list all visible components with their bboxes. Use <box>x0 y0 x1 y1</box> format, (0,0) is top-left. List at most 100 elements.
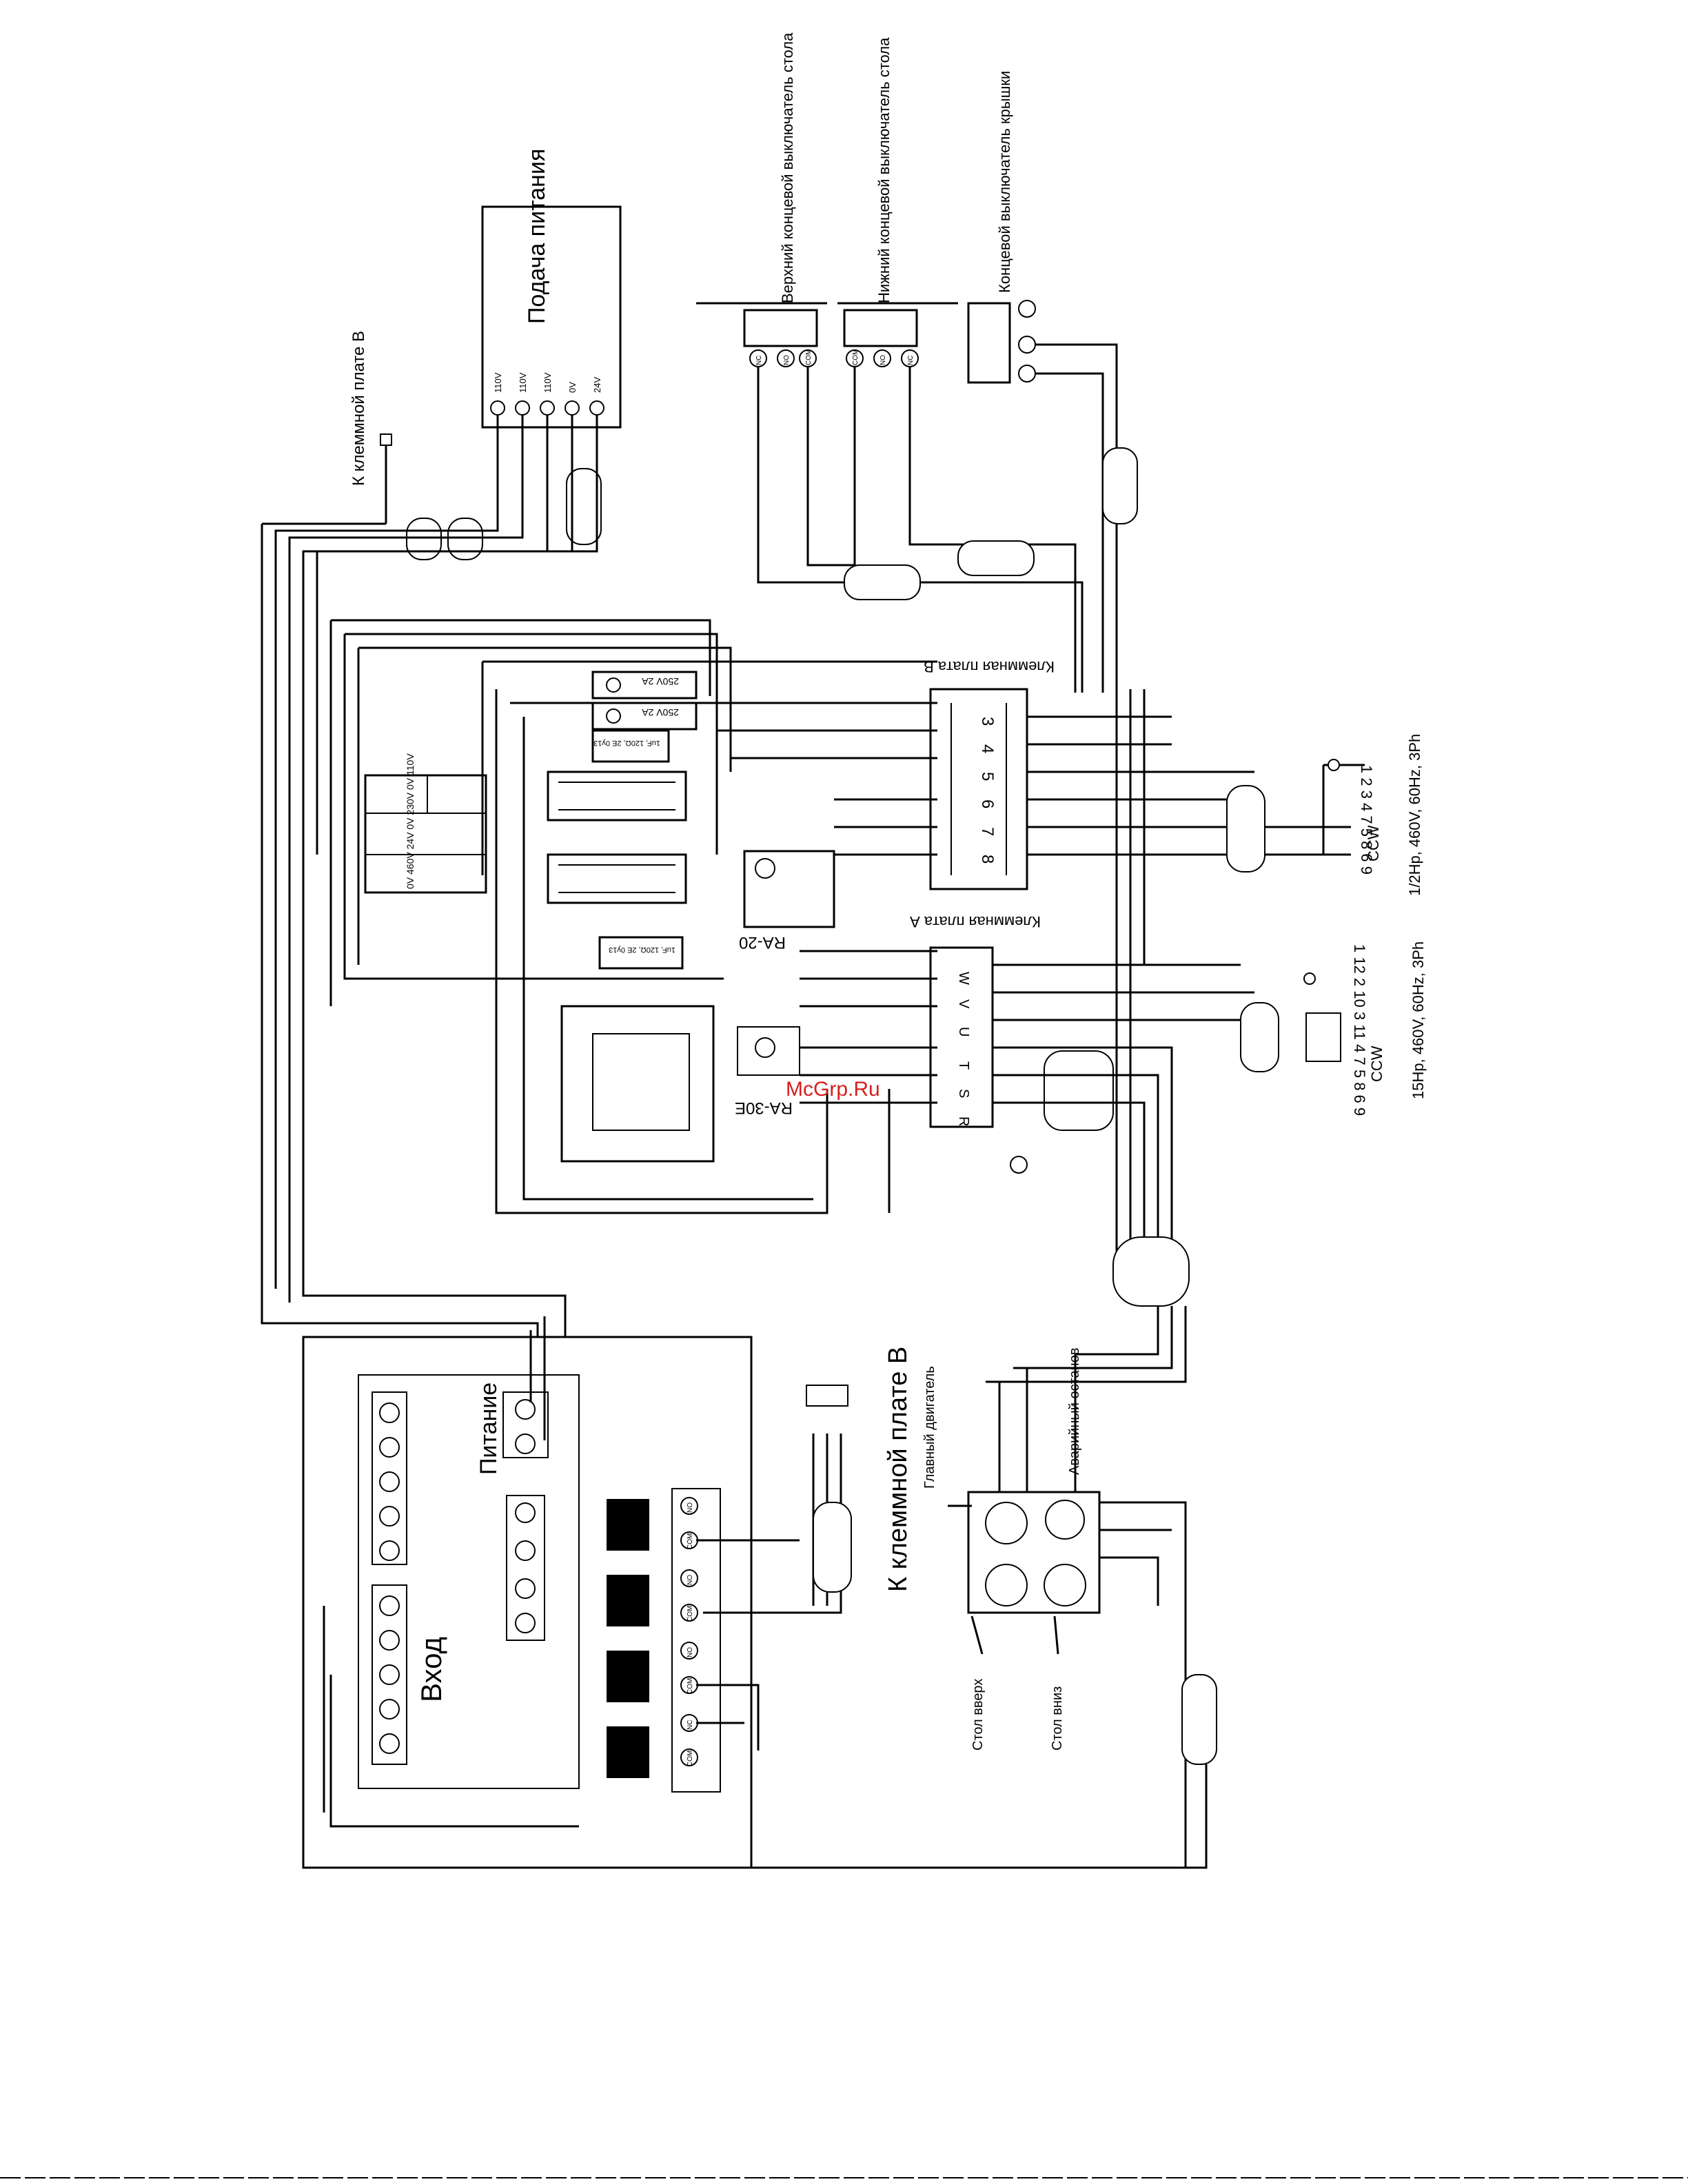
board-a-label: Клеммная плата A <box>910 913 1041 930</box>
ground-motor-large <box>1303 972 1316 985</box>
contactor-1 <box>547 770 687 821</box>
lower-limit-label: Нижний концевой выключатель стола <box>875 37 893 303</box>
ra30e-label: RA-30E <box>735 1099 793 1117</box>
motor-large-terminal-block <box>1305 1012 1341 1062</box>
cable-bundle-3 <box>566 468 602 545</box>
watermark: McGrp.Ru <box>786 1078 880 1101</box>
ra20-overload-relay: RA-20 <box>739 850 835 952</box>
board-a-t: T <box>956 1061 971 1070</box>
relay-indicator-3 <box>607 1651 649 1702</box>
cap-block-2 <box>598 936 684 970</box>
ground-terminal-top <box>380 433 392 446</box>
terminal-board-b: Клеммная плата B 3 4 5 6 7 8 <box>924 658 1055 890</box>
relay-indicator-2 <box>607 1575 649 1626</box>
lower-no: NO <box>879 355 887 365</box>
motor-small-ccw: CCW <box>1365 825 1382 861</box>
upper-limit-label: Верхний концевой выключатель стола <box>779 32 796 303</box>
relay-term-6: COM <box>687 1678 694 1694</box>
board-b-num-5: 5 <box>978 772 997 781</box>
psu-term-3: 110V <box>542 372 553 393</box>
table-up-label: Стол вверх <box>970 1679 986 1751</box>
transformer: 0V 460V 24V 0V 230V 0V 110V <box>364 753 487 894</box>
board-b-num-3: 3 <box>978 717 997 726</box>
main-motor-label: Главный двигатель <box>922 1366 937 1489</box>
cable-bundle-7 <box>1044 1050 1114 1131</box>
cable-bundle-10 <box>813 1502 852 1593</box>
psu-term-1: 110V <box>493 372 503 393</box>
fuse-1-label: 250V 2A <box>642 676 679 687</box>
lid-limit-switch: Концевой выключатель крышки <box>967 71 1036 384</box>
upper-no: NO <box>783 355 791 365</box>
motor-small: 1 2 3 4 7 5 8 6 9 CCW 1/2Hp, 460V, 60Hz,… <box>1322 734 1423 896</box>
board-a-s: S <box>956 1089 971 1098</box>
cable-bundle-4 <box>844 564 921 600</box>
ground-terminal-a <box>1010 1156 1028 1174</box>
board-b-label: Клеммная плата B <box>924 658 1055 675</box>
transformer-label: 0V 460V 24V 0V 230V 0V 110V <box>405 753 416 889</box>
table-down-switch[interactable] <box>1044 1564 1086 1606</box>
upper-nc: NC <box>755 356 763 365</box>
table-up-switch[interactable] <box>985 1564 1028 1606</box>
fuse-2-label: 250V 2A <box>642 707 679 718</box>
cable-bundle-6 <box>1102 447 1138 524</box>
fuse-1: 250V 2A <box>591 671 698 700</box>
relay-terminal-strip <box>671 1488 721 1793</box>
cap-1-label: 1uF, 120Ω, 2E 0y13 <box>593 739 660 747</box>
operator-panel: Главный двигатель Аварийный останов Стол… <box>922 1348 1101 1751</box>
board-a-u: U <box>956 1027 971 1037</box>
lower-nc: NC <box>907 356 915 365</box>
upper-com: COM <box>805 349 813 365</box>
motor-small-terms: 1 2 3 4 7 5 8 6 9 <box>1358 765 1375 875</box>
relay-term-1: NO <box>687 1502 694 1513</box>
psu-terminals: 110V 110V 110V 0V 24V <box>490 372 604 416</box>
ra20-label: RA-20 <box>739 933 786 952</box>
control-box: Вход Питание NO COM NO COM NO COM NC COM <box>302 1336 753 1869</box>
motor-small-label: 1/2Hp, 460V, 60Hz, 3Ph <box>1406 734 1423 896</box>
power-supply-label: Подача питания <box>524 149 550 324</box>
psu-term-4: 0V <box>567 382 578 393</box>
relay-term-7: NC <box>687 1720 694 1730</box>
main-cable-bundle <box>1112 1236 1190 1307</box>
table-down-label: Стол вниз <box>1050 1686 1065 1751</box>
main-contactor: RA-30E <box>560 1005 800 1163</box>
board-b-num-6: 6 <box>978 799 997 808</box>
motor-large-terms: 1 12 2 10 3 11 4 7 5 8 6 9 <box>1351 944 1368 1116</box>
relay-term-2: COM <box>687 1533 694 1549</box>
board-b-num-4: 4 <box>978 744 997 753</box>
board-a-w: W <box>956 972 971 985</box>
relay-term-5: NO <box>687 1647 694 1657</box>
power-supply-block: Подача питания 110V 110V 110V 0V 24V <box>481 149 622 429</box>
lower-com: COM <box>852 349 860 365</box>
board-a-v: V <box>956 999 971 1009</box>
internal-wiring <box>329 619 1351 1282</box>
terminal-board-a: Клеммная плата A W V U T S R <box>910 913 1041 1128</box>
board-a-r: R <box>956 1116 971 1126</box>
vhod-label: Вход <box>415 1637 447 1702</box>
main-motor-switch[interactable] <box>985 1502 1028 1544</box>
lower-limit-switch: COM NO NC Нижний концевой выключатель ст… <box>843 37 919 367</box>
upper-limit-switch: NC NO COM Верхний концевой выключатель с… <box>743 32 818 367</box>
motor-large-ccw: CCW <box>1368 1045 1385 1082</box>
board-b-num-8: 8 <box>978 855 997 864</box>
lid-limit-label: Концевой выключатель крышки <box>996 71 1013 293</box>
klemm-b-big-label: К клеммной плате В <box>884 1347 913 1592</box>
ground-motor-small <box>1328 759 1340 771</box>
relay-indicator-1 <box>607 1499 649 1551</box>
motor-large: 1 12 2 10 3 11 4 7 5 8 6 9 CCW 15Hp, 460… <box>1305 941 1427 1116</box>
relay-term-3: NO <box>687 1575 694 1585</box>
cable-bundle-11 <box>1181 1674 1217 1765</box>
psu-term-5: 24V <box>592 377 602 393</box>
motor-large-label: 15Hp, 460V, 60Hz, 3Ph <box>1410 941 1427 1099</box>
cable-bundle-8 <box>1226 785 1265 872</box>
emergency-stop-switch[interactable] <box>1045 1500 1085 1540</box>
contactor-2 <box>547 853 687 904</box>
fuse-2: 250V 2A <box>591 702 698 731</box>
board-b-num-7: 7 <box>978 827 997 836</box>
cap-block-1 <box>591 729 670 763</box>
cable-bundle-1 <box>406 518 442 560</box>
relay-term-4: COM <box>687 1606 694 1622</box>
cap-2-label: 1uF, 120Ω, 2E 0y13 <box>609 946 675 954</box>
cable-bundle-5 <box>957 540 1035 576</box>
psu-term-2: 110V <box>518 372 528 393</box>
